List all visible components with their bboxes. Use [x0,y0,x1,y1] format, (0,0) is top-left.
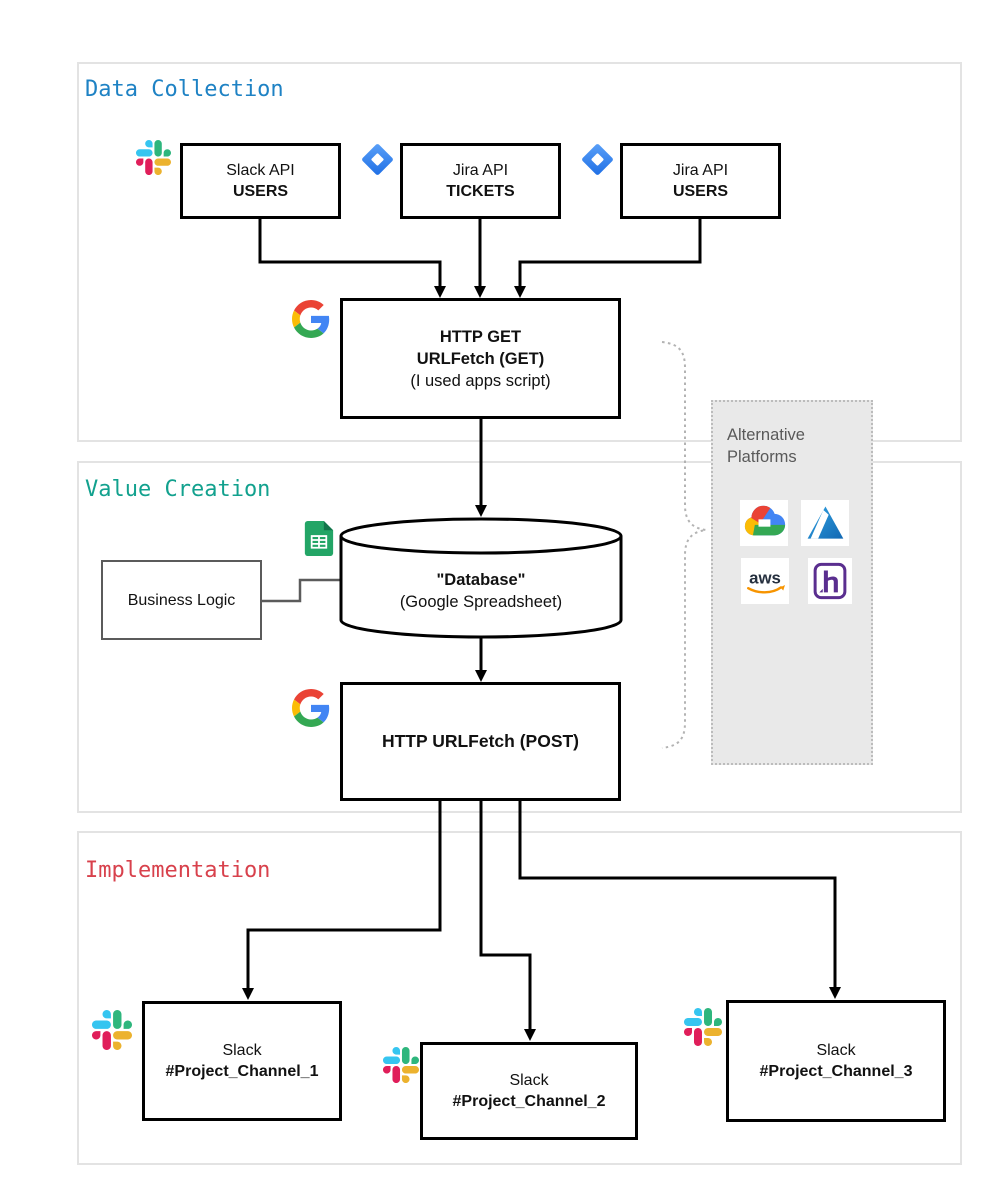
node-label: HTTP GET [439,327,522,346]
node-label: #Project_Channel_1 [165,1063,319,1080]
node-label: TICKETS [446,183,515,200]
google-cloud-icon [740,500,788,546]
node-label: #Project_Channel_3 [759,1063,913,1080]
node-jira-api-tickets: Jira API TICKETS [400,143,561,219]
node-label: (Google Spreadsheet) [399,593,563,611]
node-label: Jira API [672,162,729,179]
azure-icon [801,500,849,546]
jira-icon [359,141,396,178]
jira-icon [579,141,616,178]
slack-icon [92,1010,132,1050]
section-title-value-creation: Value Creation [85,477,271,502]
node-label: Jira API [452,162,509,179]
node-label: #Project_Channel_2 [452,1093,606,1110]
node-label: USERS [672,183,729,200]
node-http-post: HTTP URLFetch (POST) [340,682,621,801]
node-label: USERS [232,183,289,200]
heroku-icon [808,558,852,604]
node-label: (I used apps script) [410,371,551,390]
node-slack-channel-3: Slack #Project_Channel_3 [726,1000,946,1122]
node-label: Business Logic [127,591,236,609]
slack-icon [383,1047,419,1083]
google-icon [292,300,330,338]
slack-icon [136,140,171,175]
node-label: HTTP URLFetch (POST) [381,731,580,751]
node-slack-api-users: Slack API USERS [180,143,341,219]
google-sheets-icon [299,519,338,558]
alternative-platforms-panel: Alternative Platforms aws [711,400,873,765]
node-http-get: HTTP GET URLFetch (GET) (I used apps scr… [340,298,621,419]
node-slack-channel-2: Slack #Project_Channel_2 [420,1042,638,1140]
node-business-logic: Business Logic [101,560,262,640]
aws-icon: aws [741,558,789,604]
section-title-data-collection: Data Collection [85,77,284,102]
google-icon [292,689,330,727]
slack-icon [684,1008,722,1046]
section-title-implementation: Implementation [85,858,271,883]
node-label: Slack [509,1072,549,1089]
node-label: Slack API [226,162,295,179]
node-label: URLFetch (GET) [416,349,545,368]
node-jira-api-users: Jira API USERS [620,143,781,219]
node-label: "Database" [436,571,526,589]
aws-wordmark: aws [749,568,781,587]
node-database-label: "Database" (Google Spreadsheet) [346,562,616,620]
alternative-platforms-title: Alternative Platforms [727,426,805,466]
node-slack-channel-1: Slack #Project_Channel_1 [142,1001,342,1121]
node-label: Slack [816,1042,856,1059]
node-label: Slack [222,1042,262,1059]
